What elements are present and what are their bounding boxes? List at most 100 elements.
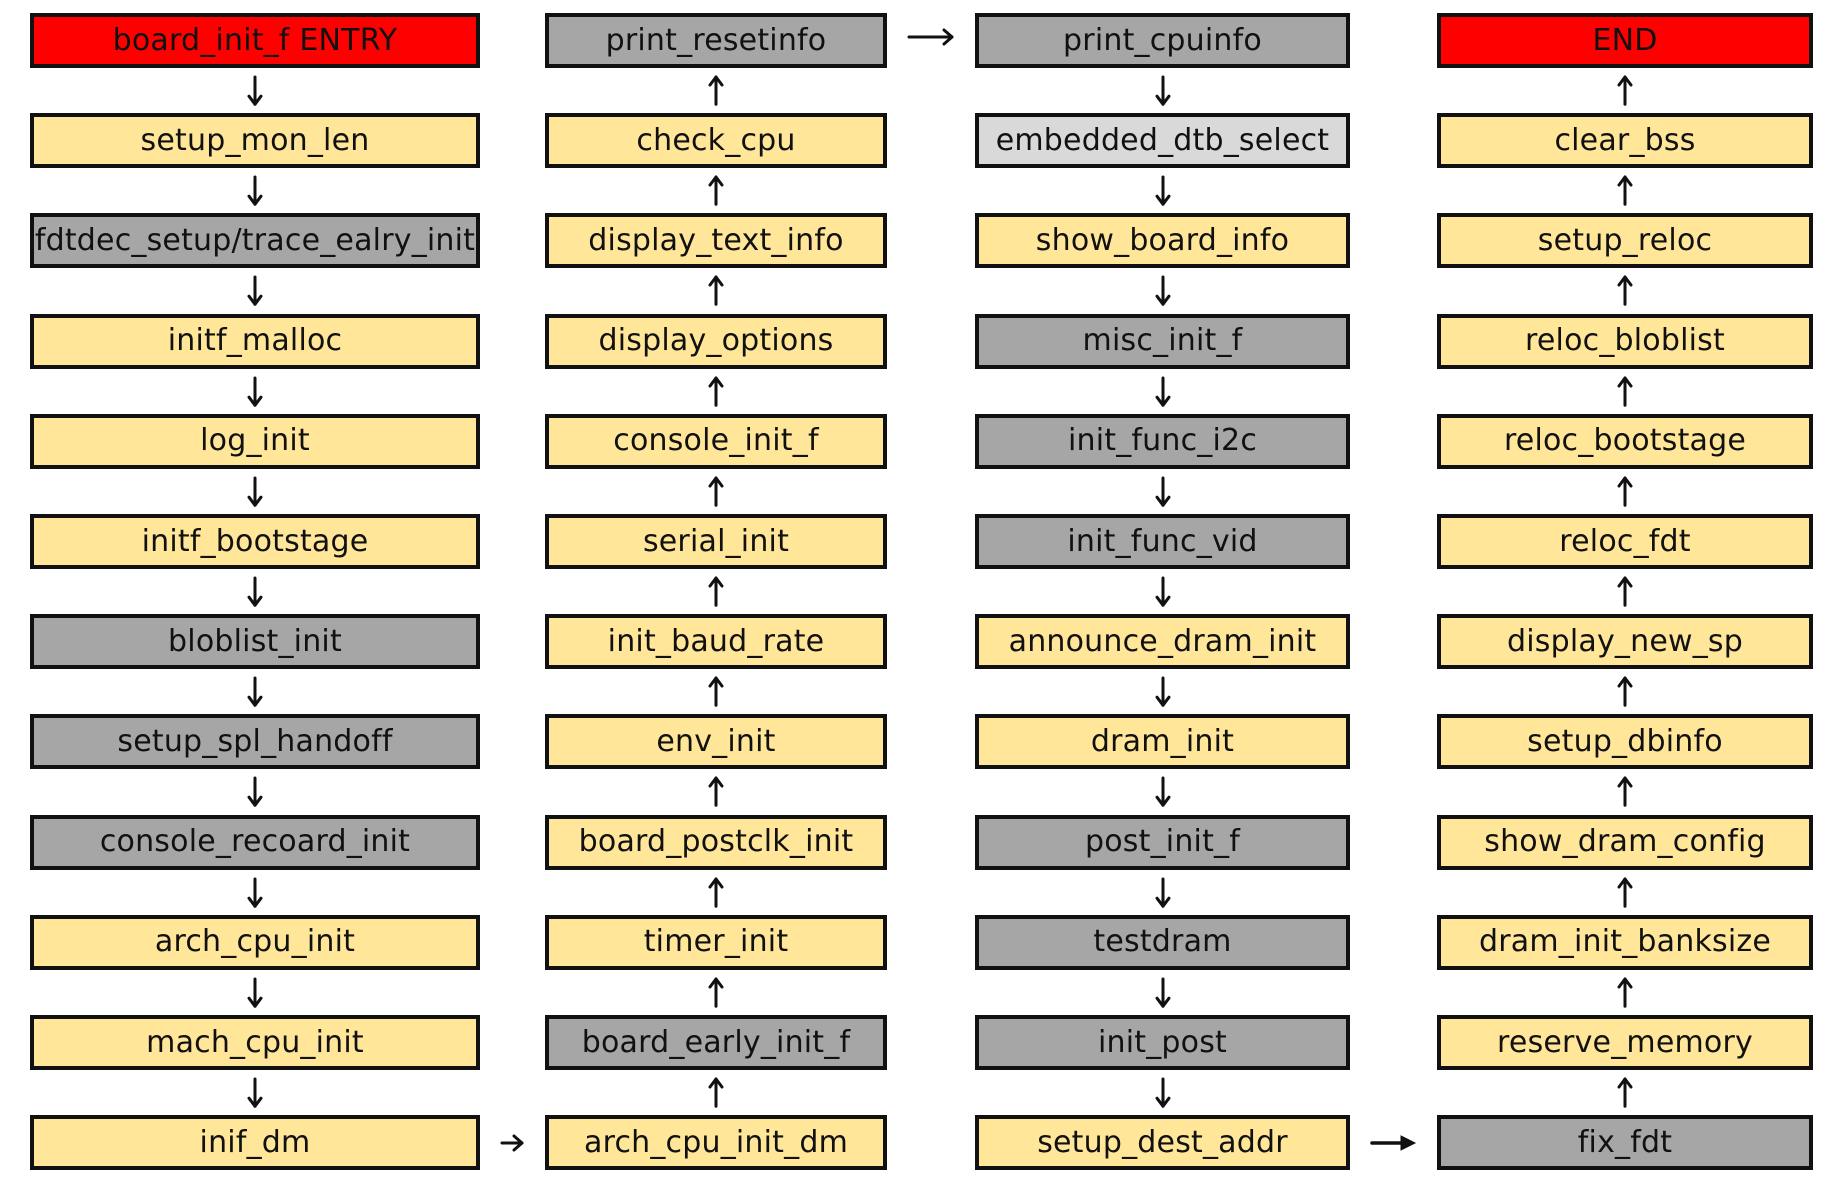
- down-arrow-icon: [247, 576, 263, 607]
- node-show-dram-config: show_dram_config: [1437, 814, 1813, 870]
- node-init-func-i2c: init_func_i2c: [975, 413, 1350, 469]
- node-label: init_func_i2c: [1067, 423, 1258, 459]
- down-arrow-icon: [247, 977, 263, 1008]
- down-arrow-icon: [1155, 1077, 1170, 1108]
- node-label: inif_dm: [199, 1124, 311, 1160]
- down-arrow-icon: [1155, 676, 1170, 707]
- node-label: testdram: [1093, 924, 1232, 960]
- right-arrow-icon: [907, 28, 954, 45]
- node-label: board_init_f ENTRY: [112, 22, 398, 58]
- node-label: fdtdec_setup/trace_ealry_init: [34, 222, 476, 258]
- down-arrow-icon: [1155, 977, 1170, 1008]
- node-label: serial_init: [642, 523, 790, 559]
- node-label: display_options: [598, 323, 834, 359]
- node-log-init: log_init: [30, 413, 480, 469]
- node-label: reloc_bloblist: [1525, 323, 1725, 359]
- node-label: clear_bss: [1554, 122, 1696, 158]
- up-arrow-icon: [1617, 977, 1633, 1008]
- node-initf-bootstage: initf_bootstage: [30, 514, 480, 569]
- up-arrow-icon: [1617, 676, 1633, 707]
- node-label: env_init: [656, 723, 776, 759]
- node-label: arch_cpu_init: [154, 924, 356, 960]
- node-console-init-f: console_init_f: [545, 413, 887, 469]
- down-arrow-icon: [247, 275, 263, 307]
- node-init-func-vid: init_func_vid: [975, 514, 1350, 569]
- down-arrow-icon: [247, 776, 263, 808]
- node-reloc-bootstage: reloc_bootstage: [1437, 413, 1813, 469]
- node-dram-init-banksize: dram_init_banksize: [1437, 914, 1813, 970]
- node-label: display_text_info: [588, 222, 844, 258]
- node-clear-bss: clear_bss: [1437, 113, 1813, 169]
- node-console-recoard-init: console_recoard_init: [30, 814, 480, 870]
- down-arrow-icon: [1155, 877, 1170, 908]
- node-display-new-sp: display_new_sp: [1437, 614, 1813, 670]
- down-arrow-icon: [1155, 776, 1170, 808]
- node-label: dram_init_banksize: [1478, 924, 1771, 960]
- node-label: init_func_vid: [1067, 523, 1258, 559]
- node-label: mach_cpu_init: [146, 1024, 364, 1060]
- node-label: dram_init: [1090, 723, 1235, 759]
- down-arrow-icon: [247, 75, 263, 106]
- node-setup-dest-addr: setup_dest_addr: [975, 1115, 1350, 1171]
- down-arrow-icon: [247, 877, 263, 908]
- node-arch-cpu-init-dm: arch_cpu_init_dm: [545, 1115, 887, 1171]
- down-arrow-icon: [247, 476, 263, 507]
- up-arrow-icon: [1617, 376, 1633, 407]
- node-setup-reloc: setup_reloc: [1437, 213, 1813, 269]
- down-arrow-icon: [1155, 376, 1170, 407]
- node-label: misc_init_f: [1082, 323, 1243, 359]
- node-check-cpu: check_cpu: [545, 113, 887, 169]
- node-initf-malloc: initf_malloc: [30, 313, 480, 369]
- node-label: console_init_f: [613, 423, 819, 459]
- node-label: show_board_info: [1035, 222, 1290, 258]
- node-label: setup_spl_handoff: [117, 723, 393, 759]
- node-timer-init: timer_init: [545, 914, 887, 970]
- node-label: timer_init: [643, 924, 789, 960]
- right-arrow-icon: [1370, 1134, 1417, 1151]
- node-setup-spl-handoff: setup_spl_handoff: [30, 714, 480, 770]
- down-arrow-icon: [247, 676, 263, 707]
- node-mach-cpu-init: mach_cpu_init: [30, 1015, 480, 1070]
- node-serial-init: serial_init: [545, 514, 887, 569]
- node-label: reloc_fdt: [1559, 523, 1691, 559]
- node-label: init_baud_rate: [607, 623, 825, 659]
- node-label: reloc_bootstage: [1503, 423, 1747, 459]
- node-label: log_init: [200, 423, 310, 459]
- node-label: fix_fdt: [1577, 1124, 1673, 1160]
- down-arrow-icon: [1155, 476, 1170, 507]
- node-show-board-info: show_board_info: [975, 213, 1350, 269]
- node-env-init: env_init: [545, 714, 887, 770]
- down-arrow-icon: [1155, 75, 1170, 106]
- down-arrow-icon: [247, 376, 263, 407]
- up-arrow-icon: [708, 977, 724, 1008]
- up-arrow-icon: [1617, 1077, 1633, 1108]
- node-label: board_early_init_f: [581, 1024, 851, 1060]
- node-label: announce_dram_init: [1008, 623, 1317, 659]
- node-arch-cpu-init: arch_cpu_init: [30, 914, 480, 970]
- node-bloblist-init: bloblist_init: [30, 614, 480, 670]
- node-init-baud-rate: init_baud_rate: [545, 614, 887, 670]
- node-label: embedded_dtb_select: [995, 122, 1330, 158]
- up-arrow-icon: [1617, 877, 1633, 908]
- node-inif-dm: inif_dm: [30, 1115, 480, 1171]
- node-print-cpuinfo: print_cpuinfo: [975, 13, 1350, 68]
- node-display-options: display_options: [545, 313, 887, 369]
- node-testdram: testdram: [975, 914, 1350, 970]
- node-post-init-f: post_init_f: [975, 814, 1350, 870]
- node-label: END: [1592, 22, 1658, 58]
- up-arrow-icon: [1617, 275, 1633, 307]
- node-fix-fdt: fix_fdt: [1437, 1115, 1813, 1171]
- node-board-init-f-entry: board_init_f ENTRY: [30, 13, 480, 68]
- up-arrow-icon: [708, 576, 724, 607]
- node-label: print_cpuinfo: [1063, 22, 1262, 58]
- down-arrow-icon: [1155, 576, 1170, 607]
- up-arrow-icon: [708, 376, 724, 407]
- up-arrow-icon: [708, 75, 724, 106]
- node-reloc-bloblist: reloc_bloblist: [1437, 313, 1813, 369]
- up-arrow-icon: [708, 877, 724, 908]
- node-reloc-fdt: reloc_fdt: [1437, 514, 1813, 569]
- up-arrow-icon: [708, 476, 724, 507]
- node-dram-init: dram_init: [975, 714, 1350, 770]
- up-arrow-icon: [1617, 476, 1633, 507]
- node-label: setup_mon_len: [140, 122, 370, 158]
